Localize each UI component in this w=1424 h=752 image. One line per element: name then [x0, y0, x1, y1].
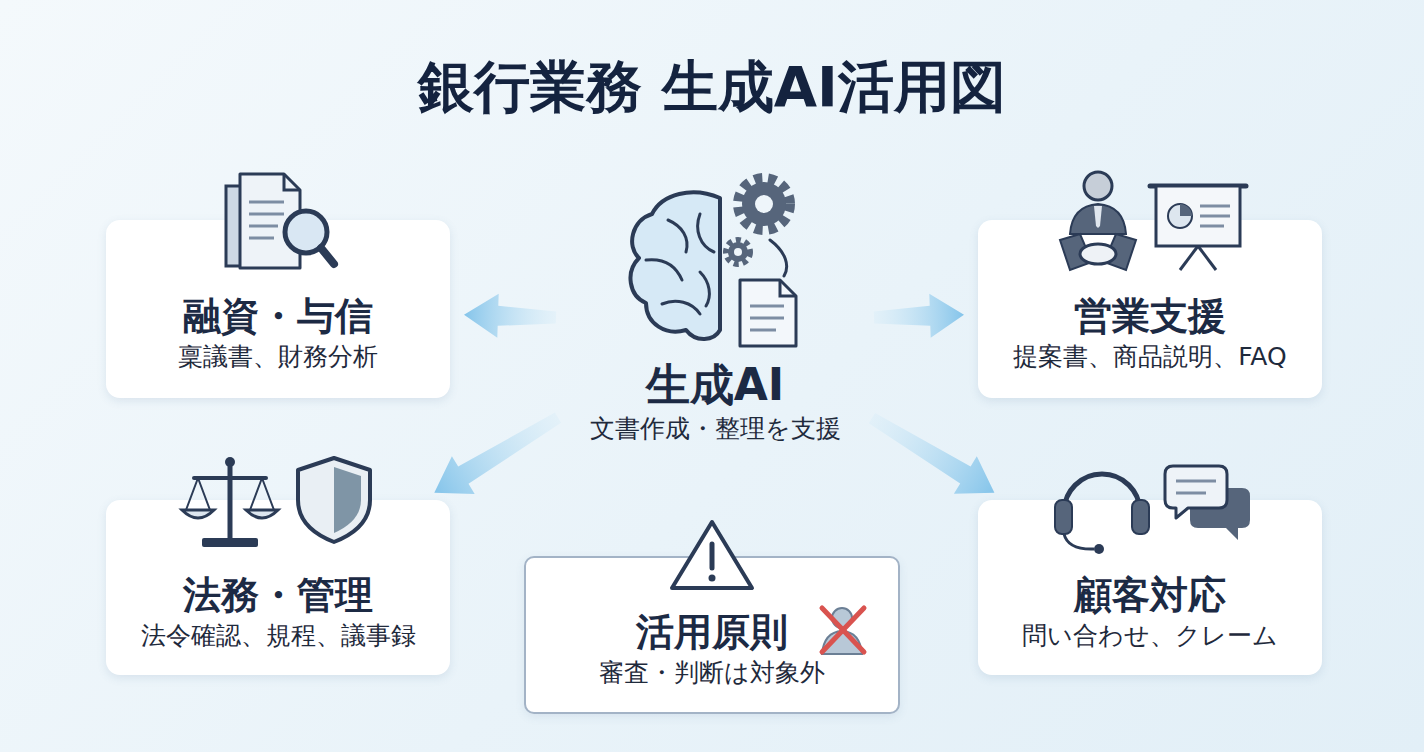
flow-arrow: [464, 294, 556, 338]
flow-arrow: [869, 413, 995, 494]
page-fold: [780, 280, 796, 296]
gear-body: [728, 242, 748, 262]
scale-top: [225, 457, 235, 467]
node-detail: 審査・判断は対象外: [526, 658, 898, 688]
text-line: [750, 317, 784, 320]
node-detail: 稟議書、財務分析: [106, 342, 450, 372]
scale-beam: [194, 476, 266, 480]
text-line: [1200, 215, 1230, 218]
brain-fold: [668, 220, 687, 252]
process-box: 営業支援提案書、商品説明、FAQ: [978, 220, 1322, 398]
gear-hole: [755, 195, 773, 213]
node-heading: 活用原則: [526, 610, 898, 654]
node-heading: 融資・与信: [106, 294, 450, 338]
node-detail: 提案書、商品説明、FAQ: [978, 342, 1322, 372]
node-heading: 生成AI: [570, 360, 860, 410]
brain-fold: [698, 214, 714, 252]
pie-slice: [1180, 204, 1192, 216]
process-box: 顧客対応問い合わせ、クレーム: [978, 500, 1322, 675]
process-box: 融資・与信稟議書、財務分析: [106, 220, 450, 398]
text-line: [1200, 205, 1230, 208]
node-detail: 文書作成・整理を支援: [570, 414, 860, 444]
person-head: [1084, 172, 1112, 200]
board-bar: [1150, 184, 1246, 189]
node-heading: 顧客対応: [978, 573, 1322, 617]
brain-fold: [662, 301, 700, 314]
text-line: [1176, 480, 1216, 483]
process-box: 法務・管理法令確認、規程、議事録: [106, 500, 450, 675]
text-line: [249, 201, 284, 204]
text-line: [750, 305, 784, 308]
gear-hole: [734, 248, 742, 256]
diagram-title: 銀行業務 生成AI活用図: [0, 52, 1424, 122]
flow-arrow: [434, 413, 561, 494]
node-heading: 法務・管理: [106, 573, 450, 617]
brain-icon: [631, 178, 796, 346]
text-line: [750, 329, 776, 332]
gear-teeth: [738, 178, 790, 230]
document-shape: [740, 280, 796, 346]
principle-box: 活用原則審査・判断は対象外: [524, 556, 900, 714]
brain-fold: [646, 260, 682, 280]
link-curve: [770, 240, 787, 276]
node-heading: 営業支援: [978, 294, 1322, 338]
gear-teeth: [726, 240, 750, 264]
gear-body: [742, 182, 786, 226]
hub-label: 生成AI 文書作成・整理を支援: [570, 180, 860, 465]
node-detail: 法令確認、規程、議事録: [106, 621, 450, 651]
brain-midline: [718, 198, 722, 330]
brain-fold: [700, 272, 709, 306]
brain-outline: [631, 192, 720, 339]
page-fold: [284, 174, 300, 190]
text-line: [249, 213, 284, 216]
flow-arrow: [874, 294, 964, 338]
node-detail: 問い合わせ、クレーム: [978, 621, 1322, 651]
text-line: [1176, 492, 1206, 495]
